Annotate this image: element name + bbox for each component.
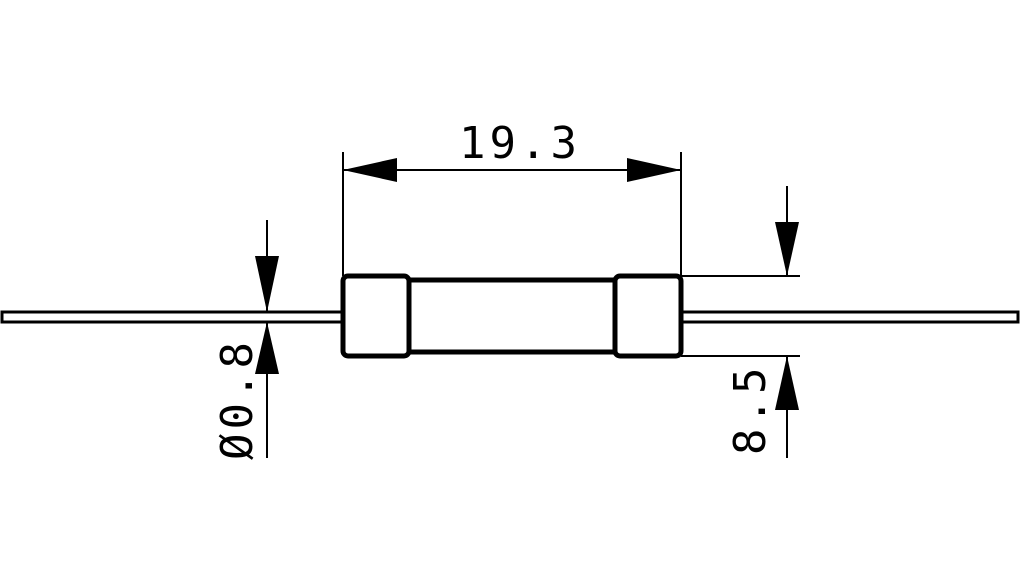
length-arrow-right <box>627 158 681 182</box>
length-arrow-left <box>343 158 397 182</box>
length-dimension-label: 19.3 <box>459 118 581 169</box>
right-end-cap <box>612 273 684 359</box>
right-lead <box>680 310 1020 324</box>
body-dia-arrow-bottom <box>775 356 799 410</box>
left-end-cap <box>340 273 412 359</box>
body-diameter-label: 8.5 <box>725 364 776 455</box>
lead-dia-arrow-bottom <box>255 322 279 374</box>
left-lead <box>0 310 344 324</box>
fuse-tube <box>402 277 622 355</box>
body-dia-arrow-top <box>775 222 799 276</box>
lead-diameter-label: Ø0.8 <box>212 338 263 460</box>
lead-dia-arrow-top <box>255 256 279 312</box>
